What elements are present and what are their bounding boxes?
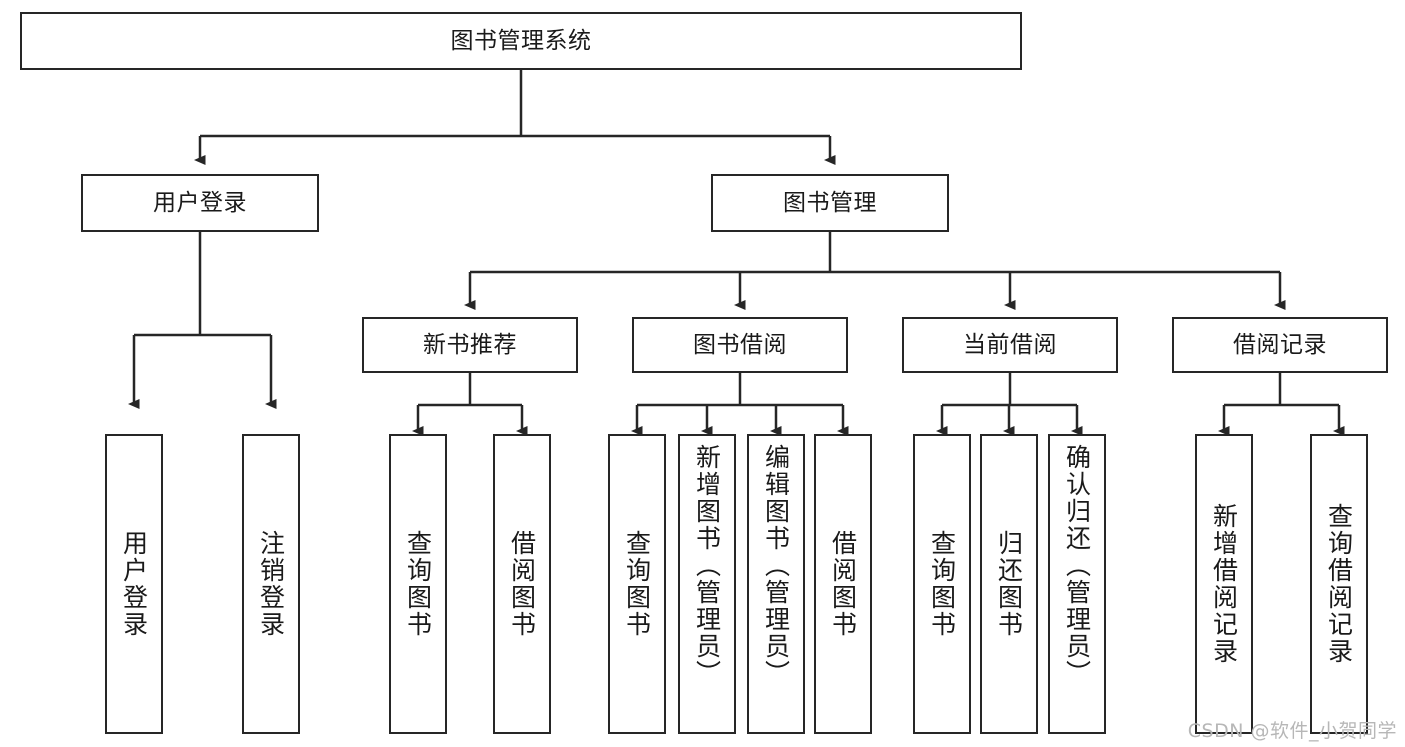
node-label: 编辑图书（管理员） [761,444,791,687]
node-label: 借阅图书 [828,530,858,638]
node-label: 图书管理系统 [450,27,592,54]
node-current-borrow[interactable]: 当前借阅 [902,317,1118,373]
node-new-book-recommend[interactable]: 新书推荐 [362,317,578,373]
node-label: 注销登录 [256,530,286,638]
node-label: 新书推荐 [423,331,517,358]
node-label: 查询图书 [927,530,957,638]
node-leaf-query-book-borrow[interactable]: 查询图书 [608,434,666,734]
node-leaf-edit-book[interactable]: 编辑图书（管理员） [747,434,805,734]
node-label: 查询图书 [403,530,433,638]
node-book-manage[interactable]: 图书管理 [711,174,949,232]
node-leaf-add-borrow-record[interactable]: 新增借阅记录 [1195,434,1253,734]
node-leaf-confirm-return[interactable]: 确认归还（管理员） [1048,434,1106,734]
node-label: 新增借阅记录 [1209,503,1239,665]
node-leaf-user-logout[interactable]: 注销登录 [242,434,300,734]
node-leaf-borrow-book[interactable]: 借阅图书 [814,434,872,734]
node-leaf-return-book[interactable]: 归还图书 [980,434,1038,734]
node-label: 当前借阅 [963,331,1057,358]
node-label: 新增图书（管理员） [692,444,722,687]
node-root-system[interactable]: 图书管理系统 [20,12,1022,70]
node-book-borrow[interactable]: 图书借阅 [632,317,848,373]
node-label: 查询图书 [622,530,652,638]
node-label: 借阅图书 [507,530,537,638]
node-user-login[interactable]: 用户登录 [81,174,319,232]
node-label: 用户登录 [153,189,247,216]
node-borrow-record[interactable]: 借阅记录 [1172,317,1388,373]
node-leaf-query-borrow-record[interactable]: 查询借阅记录 [1310,434,1368,734]
node-label: 借阅记录 [1233,331,1327,358]
node-leaf-borrow-book-recommend[interactable]: 借阅图书 [493,434,551,734]
node-label: 用户登录 [119,530,149,638]
node-label: 确认归还（管理员） [1062,444,1092,687]
node-leaf-add-book[interactable]: 新增图书（管理员） [678,434,736,734]
node-leaf-query-book-recommend[interactable]: 查询图书 [389,434,447,734]
node-label: 图书管理 [783,189,877,216]
node-leaf-query-book-current[interactable]: 查询图书 [913,434,971,734]
node-leaf-user-login[interactable]: 用户登录 [105,434,163,734]
node-label: 图书借阅 [693,331,787,358]
node-label: 归还图书 [994,530,1024,638]
node-label: 查询借阅记录 [1324,503,1354,665]
